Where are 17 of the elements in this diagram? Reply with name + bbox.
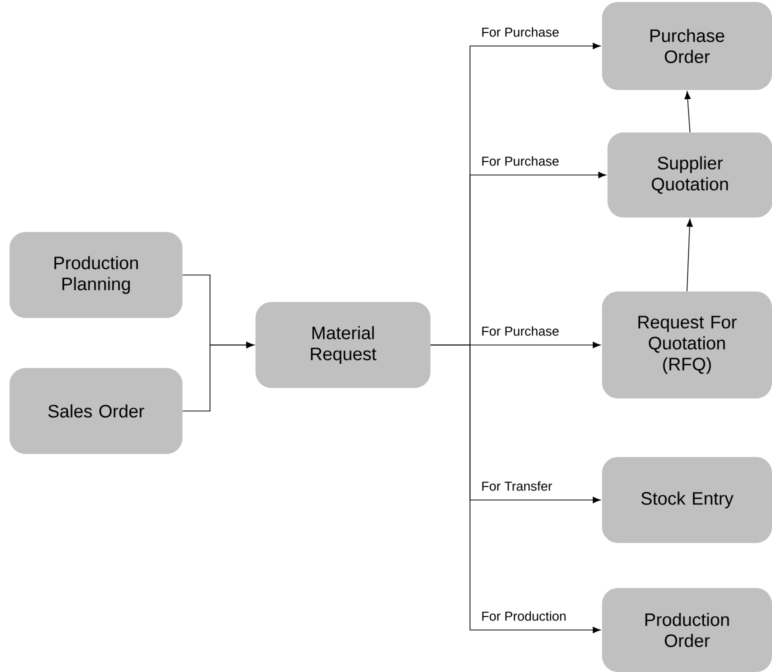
process-box: Purchase Order [602, 2, 772, 90]
process-box: Production Order [602, 588, 772, 672]
process-box: Request For Quotation (RFQ) [602, 292, 772, 398]
edge-label: For Purchase [482, 326, 559, 336]
edge-label: For Transfer [482, 481, 552, 491]
process-box: Material Request [256, 302, 430, 388]
process-box: Stock Entry [602, 456, 772, 543]
arrow [686, 218, 693, 292]
edge-label: For Production [482, 611, 566, 621]
process-box: Sales Order [10, 368, 182, 454]
edge-label: For Purchase [482, 27, 559, 37]
edge-label: For Purchase [482, 156, 559, 166]
arrow [182, 342, 254, 412]
process-box: Production Planning [10, 232, 182, 318]
arrow [684, 91, 691, 133]
arrow [430, 344, 601, 634]
process-box: Supplier Quotation [608, 132, 772, 218]
